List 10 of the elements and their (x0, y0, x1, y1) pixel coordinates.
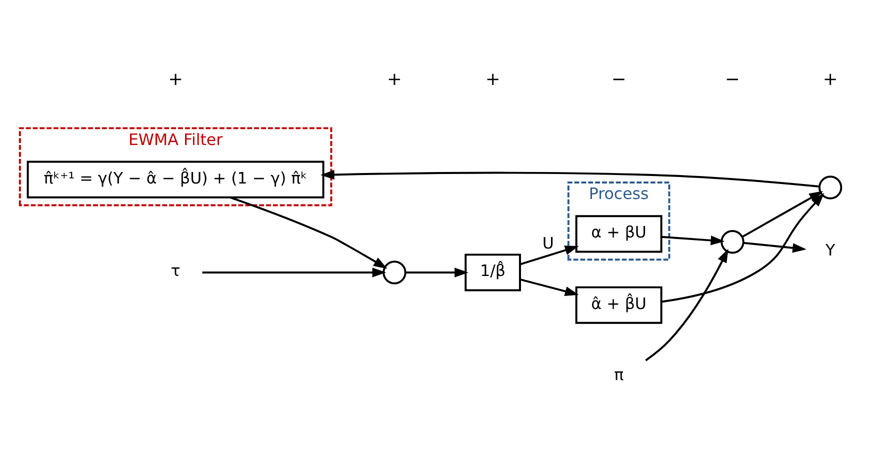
label: − (611, 69, 626, 90)
label: + (822, 69, 838, 90)
node-text: τ (170, 261, 180, 280)
node-text: Y (826, 240, 836, 260)
node-text: π (614, 365, 624, 384)
label: + (387, 69, 402, 90)
label: + (168, 69, 184, 90)
edge-label: U (542, 234, 554, 253)
label: + (485, 69, 500, 90)
label: − (725, 69, 740, 90)
